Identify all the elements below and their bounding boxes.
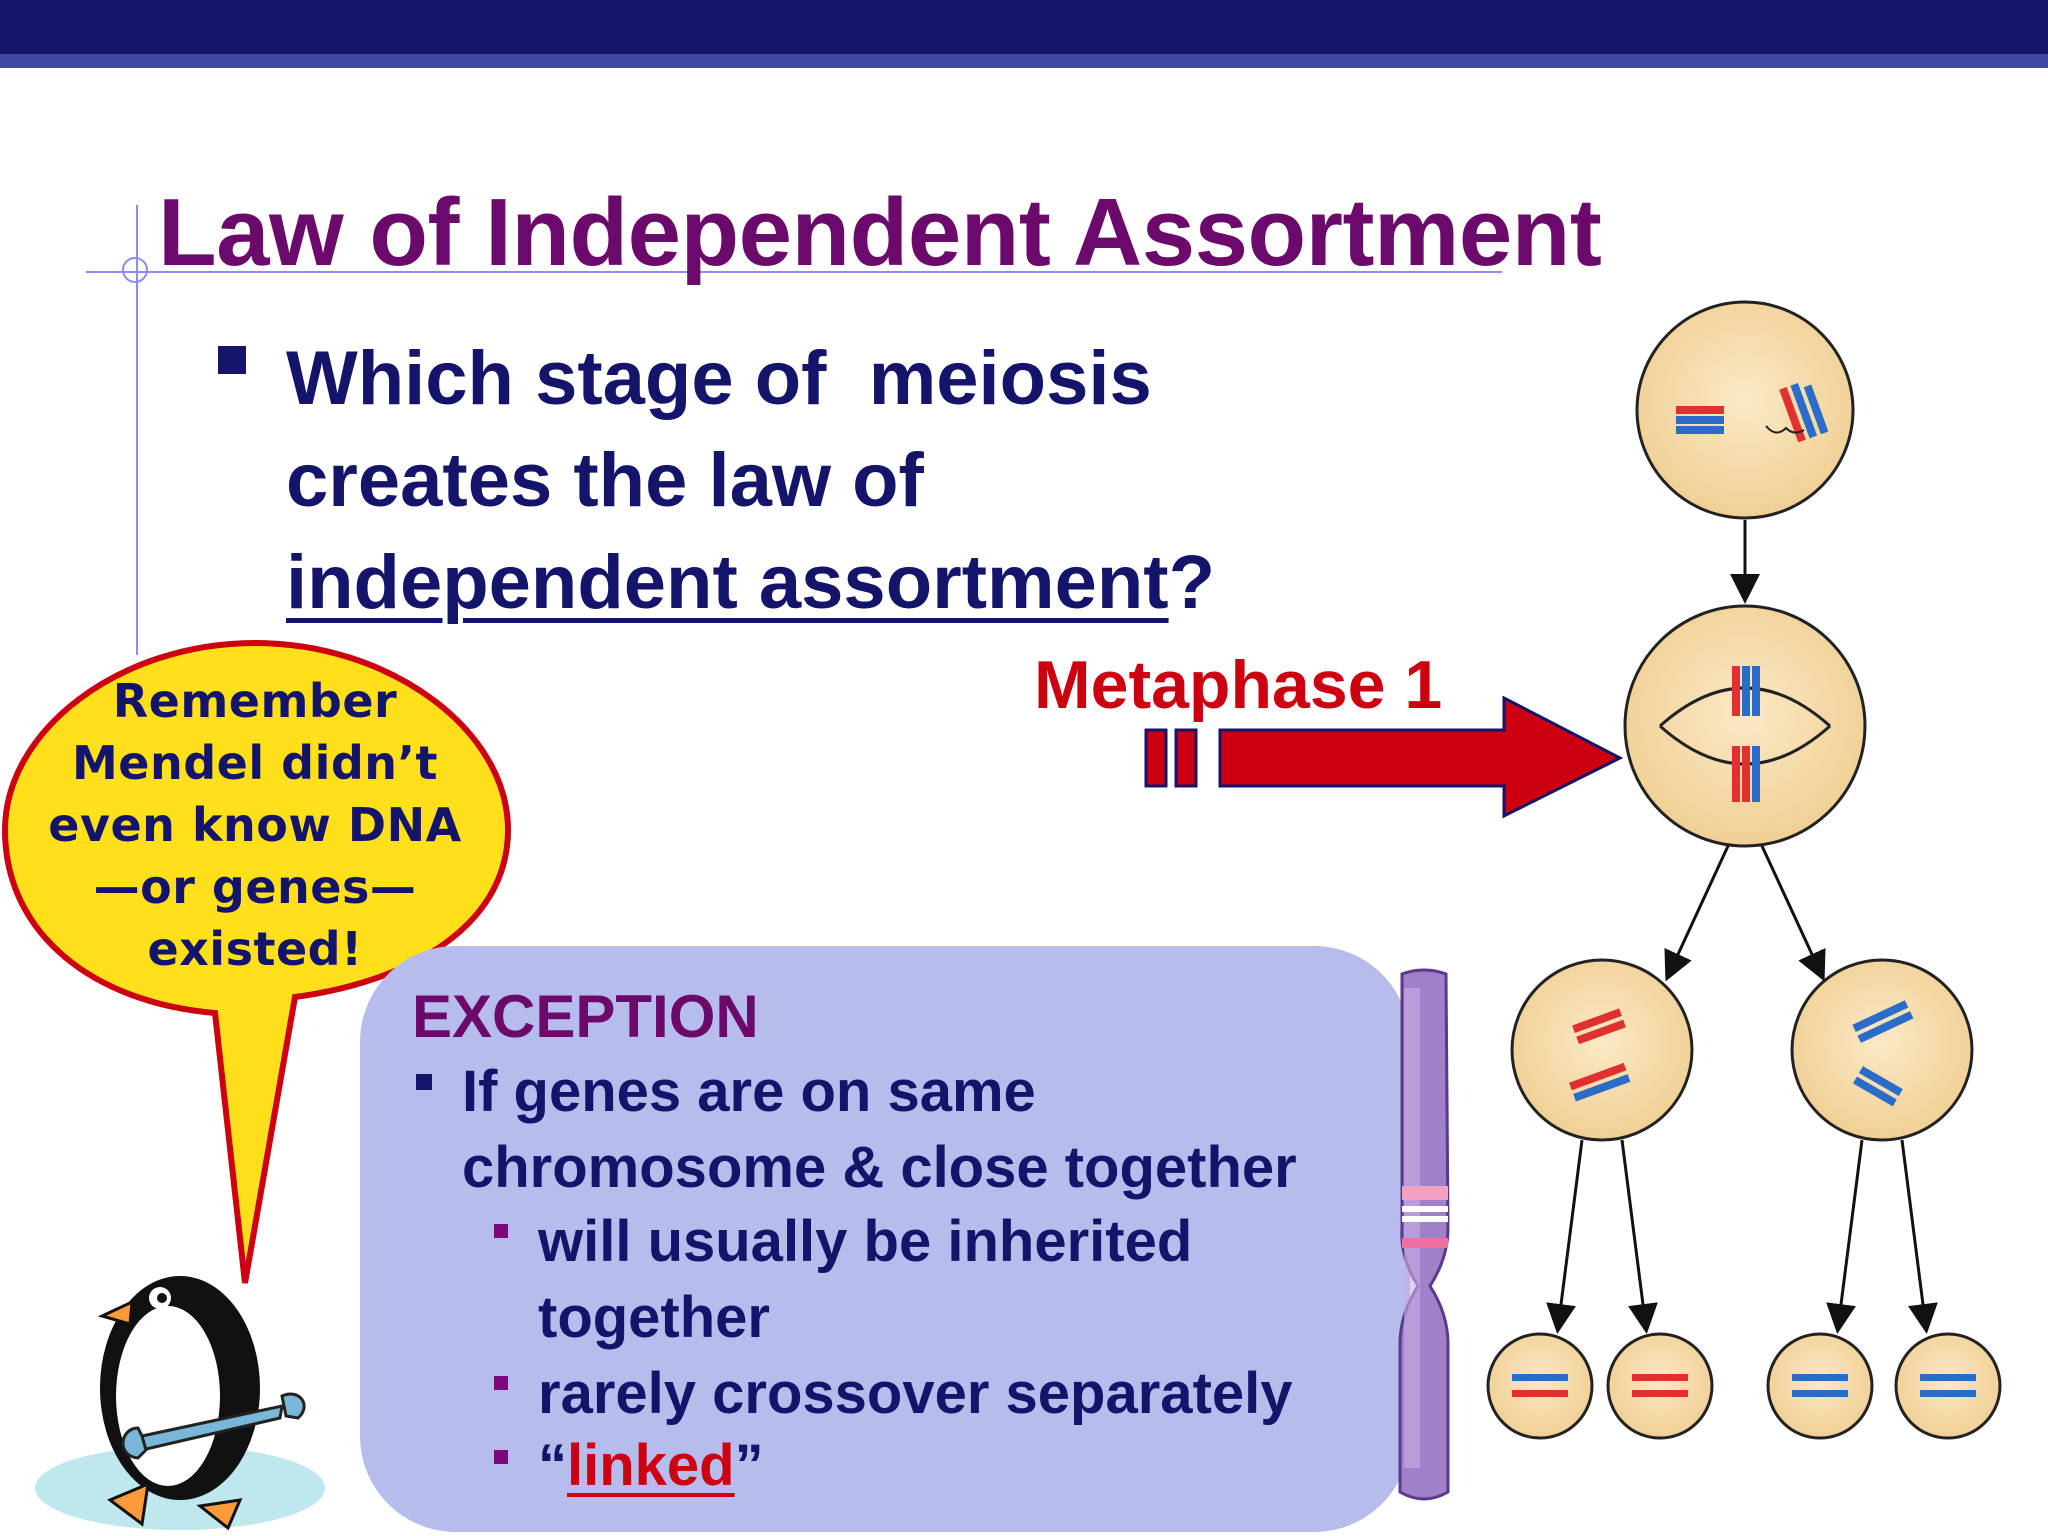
sub-bullet-1-line-1: will usually be inherited — [538, 1209, 1193, 1274]
guide-crosshair — [122, 257, 148, 283]
exception-bullet — [416, 1074, 432, 1090]
sub-bullet-3-text: “linked” — [538, 1432, 764, 1499]
sub-bullet-3 — [494, 1450, 508, 1464]
vertical-guide-line — [136, 205, 138, 655]
sub-bullet-2 — [494, 1376, 508, 1390]
sub-bullet-1 — [494, 1224, 508, 1238]
question-text: Which stage of meiosis creates the law o… — [286, 328, 1386, 634]
meiosis-cell-diagram-icon — [1486, 300, 2002, 1440]
question-line-2: creates the law of — [286, 438, 924, 523]
exception-line-2: chromosome & close together — [462, 1135, 1297, 1200]
exception-heading: EXCEPTION — [412, 983, 759, 1050]
speech-bubble-text: Remember Mendel didn’t even know DNA —or… — [30, 670, 480, 980]
title-guide-line — [86, 271, 1502, 273]
exception-box — [360, 946, 1410, 1532]
bubble-line-4: —or genes— — [93, 860, 417, 914]
slide-title: Law of Independent Assortment — [158, 179, 1602, 286]
speech-bubble — [1, 639, 512, 1284]
linked-term: linked — [567, 1433, 735, 1498]
open-quote: “ — [538, 1433, 567, 1498]
bubble-line-2: Mendel didn’t — [72, 736, 438, 790]
pointer-arrow-icon — [1144, 696, 1624, 819]
question-line-1: Which stage of meiosis — [286, 336, 1152, 421]
penguin-with-wrench-icon — [35, 1276, 325, 1531]
question-line-3: independent assortment? — [286, 532, 1386, 634]
top-banner — [0, 0, 2048, 54]
close-quote: ” — [734, 1433, 764, 1498]
bubble-line-1: Remember — [112, 674, 398, 728]
question-mark: ? — [1168, 540, 1216, 625]
sub-bullet-2-text: rarely crossover separately — [538, 1361, 1293, 1426]
chromosome-icon — [1398, 968, 1450, 1501]
sub-bullet-1-line-2: together — [538, 1285, 770, 1350]
top-banner-stripe — [0, 54, 2048, 68]
bubble-line-3: even know DNA — [48, 798, 462, 852]
exception-line-1: If genes are on same — [462, 1059, 1036, 1124]
bubble-line-5: existed! — [147, 922, 363, 976]
answer-label: Metaphase 1 — [1034, 647, 1443, 723]
question-bullet — [218, 346, 246, 374]
question-underlined-term: independent assortment — [286, 540, 1169, 625]
